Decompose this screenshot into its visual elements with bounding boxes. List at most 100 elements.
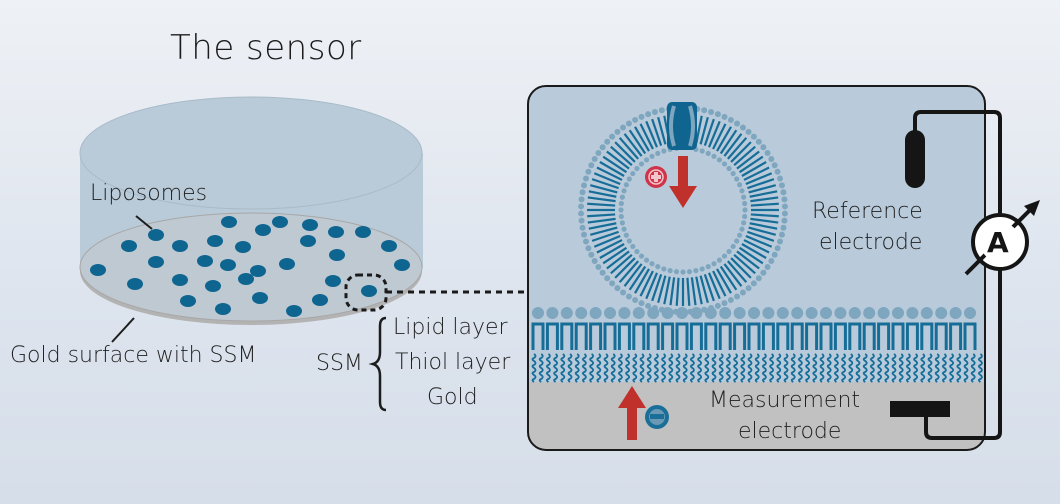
vesicle-head-inner xyxy=(680,269,686,275)
vesicle-lipid xyxy=(610,145,633,166)
vesicle-lipid xyxy=(723,133,743,157)
thiol-chain xyxy=(618,353,623,383)
thiol-chain xyxy=(783,353,789,383)
vesicle-head-outer xyxy=(638,300,645,307)
vesicle-head-inner xyxy=(737,232,743,238)
vesicle-head-inner xyxy=(730,243,736,250)
vesicle-head-outer xyxy=(739,124,746,131)
vesicle-lipid xyxy=(618,260,639,283)
vesicle-head-outer xyxy=(774,245,781,252)
thiol-chain xyxy=(776,353,782,383)
lipid-tail xyxy=(545,322,559,350)
vesicle-lipid xyxy=(743,239,770,254)
vesicle-head-inner xyxy=(705,264,711,270)
vesicle-head-outer xyxy=(727,297,734,304)
vesicle-head-outer xyxy=(768,258,775,264)
liposome-dot xyxy=(394,259,410,271)
lipid-head xyxy=(920,307,933,319)
vesicle-head-outer xyxy=(771,162,778,169)
vesicle-lipid xyxy=(602,246,628,265)
vesicle-head-inner xyxy=(711,153,717,159)
thiol-chain xyxy=(574,353,580,383)
lipid-head xyxy=(834,307,847,319)
ssm-label: SSM xyxy=(316,351,363,376)
lipid-tail xyxy=(574,322,588,350)
thiol-chain xyxy=(560,353,566,383)
thiol-chain xyxy=(718,353,724,383)
lipid-tail xyxy=(934,322,948,350)
lipid-head xyxy=(704,307,717,319)
lipid-tail xyxy=(790,322,804,350)
vesicle-head-inner xyxy=(726,248,732,255)
lipid-tail xyxy=(603,322,617,350)
vesicle-lipid xyxy=(733,145,756,166)
liposomes-pointer xyxy=(135,215,153,230)
vesicle-lipid xyxy=(749,190,778,198)
lipid-head xyxy=(949,307,962,319)
thiol-chain xyxy=(531,353,537,383)
vesicle-head-inner xyxy=(737,182,743,188)
thiol-chain xyxy=(834,353,839,383)
vesicle-head-outer xyxy=(780,189,787,196)
vesicle-head-outer xyxy=(708,305,715,312)
vesicle-lipid xyxy=(588,190,617,198)
vesicle-head-inner xyxy=(699,148,705,154)
thiol-chain xyxy=(639,353,645,383)
lipid-tail xyxy=(704,322,718,350)
vesicle-head-inner xyxy=(730,170,736,177)
vesicle-head-outer xyxy=(721,300,728,307)
vesicle-head-outer xyxy=(764,264,771,271)
vesicle-lipid xyxy=(591,178,619,190)
vesicle-head-outer xyxy=(714,111,721,118)
thiol-chain xyxy=(596,353,602,383)
liposomes-label: Liposomes xyxy=(90,181,208,206)
vesicle-head-outer xyxy=(777,238,784,245)
vesicle-head-inner xyxy=(661,148,667,154)
thiol-layer xyxy=(531,353,983,383)
lipid-head xyxy=(748,307,760,319)
vesicle-head-inner xyxy=(699,266,705,272)
lipid-head xyxy=(532,307,544,319)
vesicle-head-outer xyxy=(595,149,602,156)
thiol-chain xyxy=(942,353,947,383)
anion-flux-arrow xyxy=(618,386,646,440)
vesicle-lipid xyxy=(587,217,616,224)
vesicle-head-outer xyxy=(778,231,785,238)
vesicle-head-inner xyxy=(643,157,650,163)
vesicle-head-outer xyxy=(734,120,741,127)
vesicle-head-outer xyxy=(620,289,627,296)
vesicle-head-inner xyxy=(655,150,661,156)
figure-title: The sensor xyxy=(170,28,362,68)
vesicle-head-outer xyxy=(755,138,762,145)
liposome-dot xyxy=(329,249,345,261)
thiol-chain xyxy=(546,353,551,383)
vesicle-lipid xyxy=(651,118,663,146)
vesicle-lipid xyxy=(712,270,727,297)
vesicle-lipid xyxy=(736,150,760,170)
ammeter-icon xyxy=(964,200,1040,276)
thiol-chain xyxy=(646,353,652,383)
vesicle-lipid xyxy=(599,161,625,177)
vesicle-head-inner xyxy=(661,266,667,272)
lipid-head xyxy=(560,307,573,319)
vesicle-lipid xyxy=(614,257,636,279)
vesicle-head-inner xyxy=(721,161,728,167)
lipid-head xyxy=(618,307,631,319)
thiol-chain xyxy=(963,353,969,383)
liposome-dot xyxy=(312,294,328,306)
liposome-dot xyxy=(302,219,318,231)
lipid-tail xyxy=(862,322,876,350)
thiol-chain xyxy=(805,353,810,383)
vesicle-head-outer xyxy=(599,269,606,276)
vesicle-head-inner xyxy=(623,182,629,188)
anion-icon xyxy=(645,405,669,429)
vesicle-head-outer xyxy=(774,168,781,175)
vesicle-head-outer xyxy=(778,182,785,189)
vesicle-head-inner xyxy=(621,188,627,194)
vesicle-lipid xyxy=(675,277,680,306)
vesicle-head-outer xyxy=(614,128,621,135)
thiol-chain xyxy=(891,353,897,383)
thiol-chain xyxy=(826,353,832,383)
vesicle-lipid xyxy=(634,268,650,294)
vesicle-lipid xyxy=(657,275,667,304)
